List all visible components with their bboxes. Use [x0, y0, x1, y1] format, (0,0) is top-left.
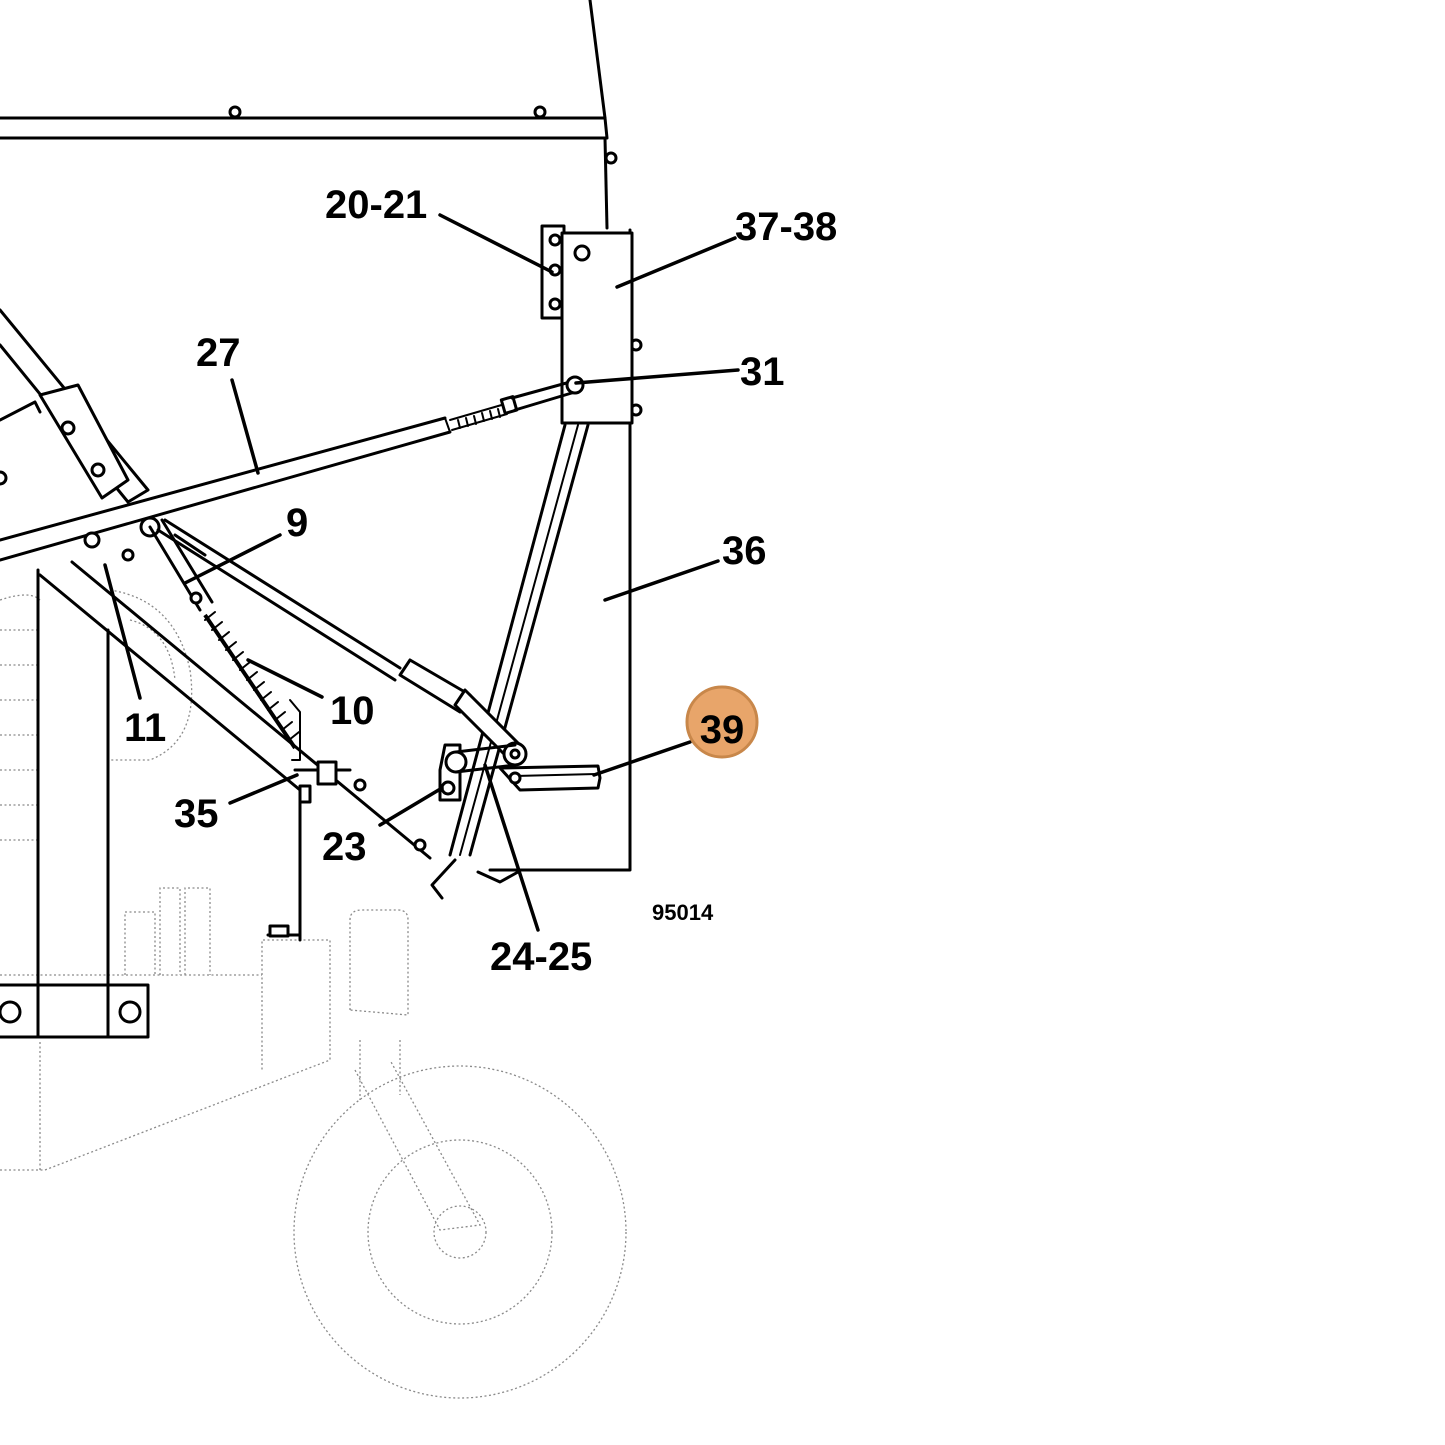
leader-24-25 [483, 763, 540, 932]
ghost-wheel-hub [433, 1205, 487, 1259]
gas-cylinder [398, 658, 528, 802]
bottom-hook [430, 858, 520, 900]
callout-27[interactable]: 27 [196, 331, 241, 375]
drawing-number: 95014 [652, 900, 714, 925]
spring-10 [203, 613, 297, 750]
hopper-back-edge [588, 0, 607, 120]
callout-39[interactable]: 39 [700, 708, 745, 752]
leader-10 [246, 658, 324, 699]
callout-31[interactable]: 31 [740, 350, 785, 394]
side-panel-outline [488, 228, 632, 872]
ghost-uprights [124, 887, 211, 975]
ghost-parts [0, 589, 627, 1399]
bracket-37-38 [560, 231, 634, 425]
leader-35 [228, 773, 299, 805]
leader-lines [103, 213, 740, 932]
frame-foot [0, 983, 150, 1039]
callout-37-38[interactable]: 37-38 [735, 205, 837, 249]
callout-20-21[interactable]: 20-21 [325, 183, 427, 227]
callout-11[interactable]: 11 [124, 706, 166, 750]
spring-assembly [83, 516, 402, 804]
ghost-curve [109, 589, 193, 761]
hopper-box [0, 0, 618, 230]
callout-24-25[interactable]: 24-25 [490, 935, 592, 979]
left-plate [38, 383, 130, 500]
latch-39 [498, 764, 602, 792]
leader-37-38 [615, 236, 737, 289]
diagonal-brace [38, 560, 432, 860]
left-frame [0, 308, 432, 1039]
leader-27 [230, 378, 260, 475]
callout-35[interactable]: 35 [174, 792, 219, 836]
ghost-left-ribs [0, 594, 41, 841]
ghost-wheel-mount [349, 909, 409, 1016]
rod-27 [0, 375, 585, 562]
leader-39 [592, 740, 692, 777]
ghost-lower-frame [0, 939, 331, 1171]
ghost-wheel-outer [293, 1065, 627, 1399]
frame-post-left [36, 568, 110, 1039]
callout-10[interactable]: 10 [330, 689, 375, 733]
leader-11 [103, 563, 142, 700]
ghost-wheel-arm [354, 1059, 482, 1231]
hopper-top-rim [0, 116, 609, 140]
leader-23 [378, 786, 444, 827]
leader-9 [183, 533, 282, 585]
hopper-right-edge [603, 136, 609, 230]
callout-9[interactable]: 9 [286, 501, 308, 545]
leader-31 [574, 368, 740, 385]
leader-20-21 [438, 213, 554, 274]
leader-36 [603, 559, 720, 602]
callout-36[interactable]: 36 [722, 529, 767, 573]
callout-labels: 20-21 37-38 27 31 9 36 10 11 39 35 23 24… [124, 183, 837, 979]
callout-23[interactable]: 23 [322, 825, 367, 869]
pivot-31 [565, 375, 585, 395]
callout-39-highlight[interactable] [685, 685, 759, 759]
ghost-wheel-inner [367, 1139, 553, 1325]
